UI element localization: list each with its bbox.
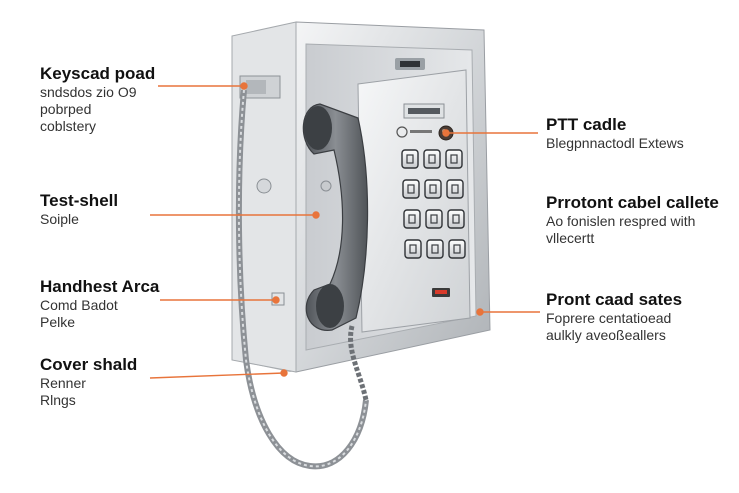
keypad-key <box>425 209 443 229</box>
callout-ptt-cable: PTT сadle Blegpnnactodl Extews <box>546 115 684 152</box>
callout-handset-area-title: Handhest Arca <box>40 277 160 296</box>
keypad-key <box>424 179 442 199</box>
callout-protect-cable-line-2: vllecertt <box>546 230 595 246</box>
callout-keypad-line-1: sndsdos zio O9 <box>40 84 137 100</box>
callout-keypad-line-3: coblstery <box>40 118 97 134</box>
keypad-key-mark <box>452 214 460 224</box>
callout-front-case: Pront caad sates Foprere centatioead aul… <box>546 290 682 344</box>
keypad-key-mark <box>407 184 415 194</box>
keypad-key <box>448 239 466 259</box>
keypad-key-mark <box>430 214 438 224</box>
callout-cover-shield: Cover shald Renner Rlngs <box>40 355 137 409</box>
keypad-keys <box>401 149 466 259</box>
callout-front-case-line-1: Foprere centatioead <box>546 310 672 326</box>
callout-test-shell-title: Test-shell <box>40 191 119 210</box>
keypad-key <box>402 179 420 199</box>
keypad-key-mark <box>451 184 459 194</box>
housing-side <box>231 21 297 373</box>
keypad-key <box>401 149 419 169</box>
callout-handset-area-line-2: Pelke <box>40 314 76 330</box>
callout-ptt-cable-line-1: Blegpnnactodl Extews <box>546 135 684 151</box>
callout-test-shell-line-1: Soiple <box>40 211 79 227</box>
keypad-key <box>404 239 422 259</box>
callout-keypad-line-2: pobrped <box>40 101 92 117</box>
callout-test-shell: Test-shell Soiple <box>40 191 118 228</box>
keypad-key-mark <box>453 244 461 254</box>
armored-cord-shine <box>237 89 367 468</box>
keypad-key-mark <box>429 184 437 194</box>
handset <box>302 103 369 331</box>
keypad-key-mark <box>428 154 436 164</box>
keypad-key <box>445 149 463 169</box>
keypad-key-mark <box>450 154 458 164</box>
callout-keypad-title: Keyscad poad <box>40 64 156 83</box>
keypad-key <box>446 179 464 199</box>
callout-handset-area-line-1: Comd Badot <box>40 297 118 313</box>
callout-front-case-title: Pront caad sates <box>546 290 683 309</box>
callout-protect-cable-line-1: Ao fonislen respred with <box>546 213 696 229</box>
callout-cover-shield-line-2: Rlngs <box>40 392 76 408</box>
callout-cover-shield-title: Cover shald <box>40 355 138 374</box>
keypad-key-mark <box>409 244 417 254</box>
handset-cord <box>348 325 369 401</box>
callout-cover-shield-line-1: Renner <box>40 375 86 391</box>
keypad-key-mark <box>406 154 414 164</box>
keypad-key-mark <box>408 214 416 224</box>
callout-protect-cable-title: Prrotont cabel callete <box>546 193 719 212</box>
callout-ptt-cable-title: PTT сadle <box>546 115 627 134</box>
keypad-key <box>426 239 444 259</box>
keypad-key <box>403 209 421 229</box>
callout-front-case-line-2: aulkly aveoßeallers <box>546 327 666 343</box>
keypad-key <box>447 209 465 229</box>
callout-protect-cable: Prrotont cabel callete Ao fonislen respr… <box>546 193 719 247</box>
keypad-key-mark <box>431 244 439 254</box>
callout-handset-area: Handhest Arca Comd Badot Pelke <box>40 277 159 331</box>
keypad-key <box>423 149 441 169</box>
callout-keypad: Keyscad poad sndsdos zio O9 pobrped cobl… <box>40 64 155 135</box>
